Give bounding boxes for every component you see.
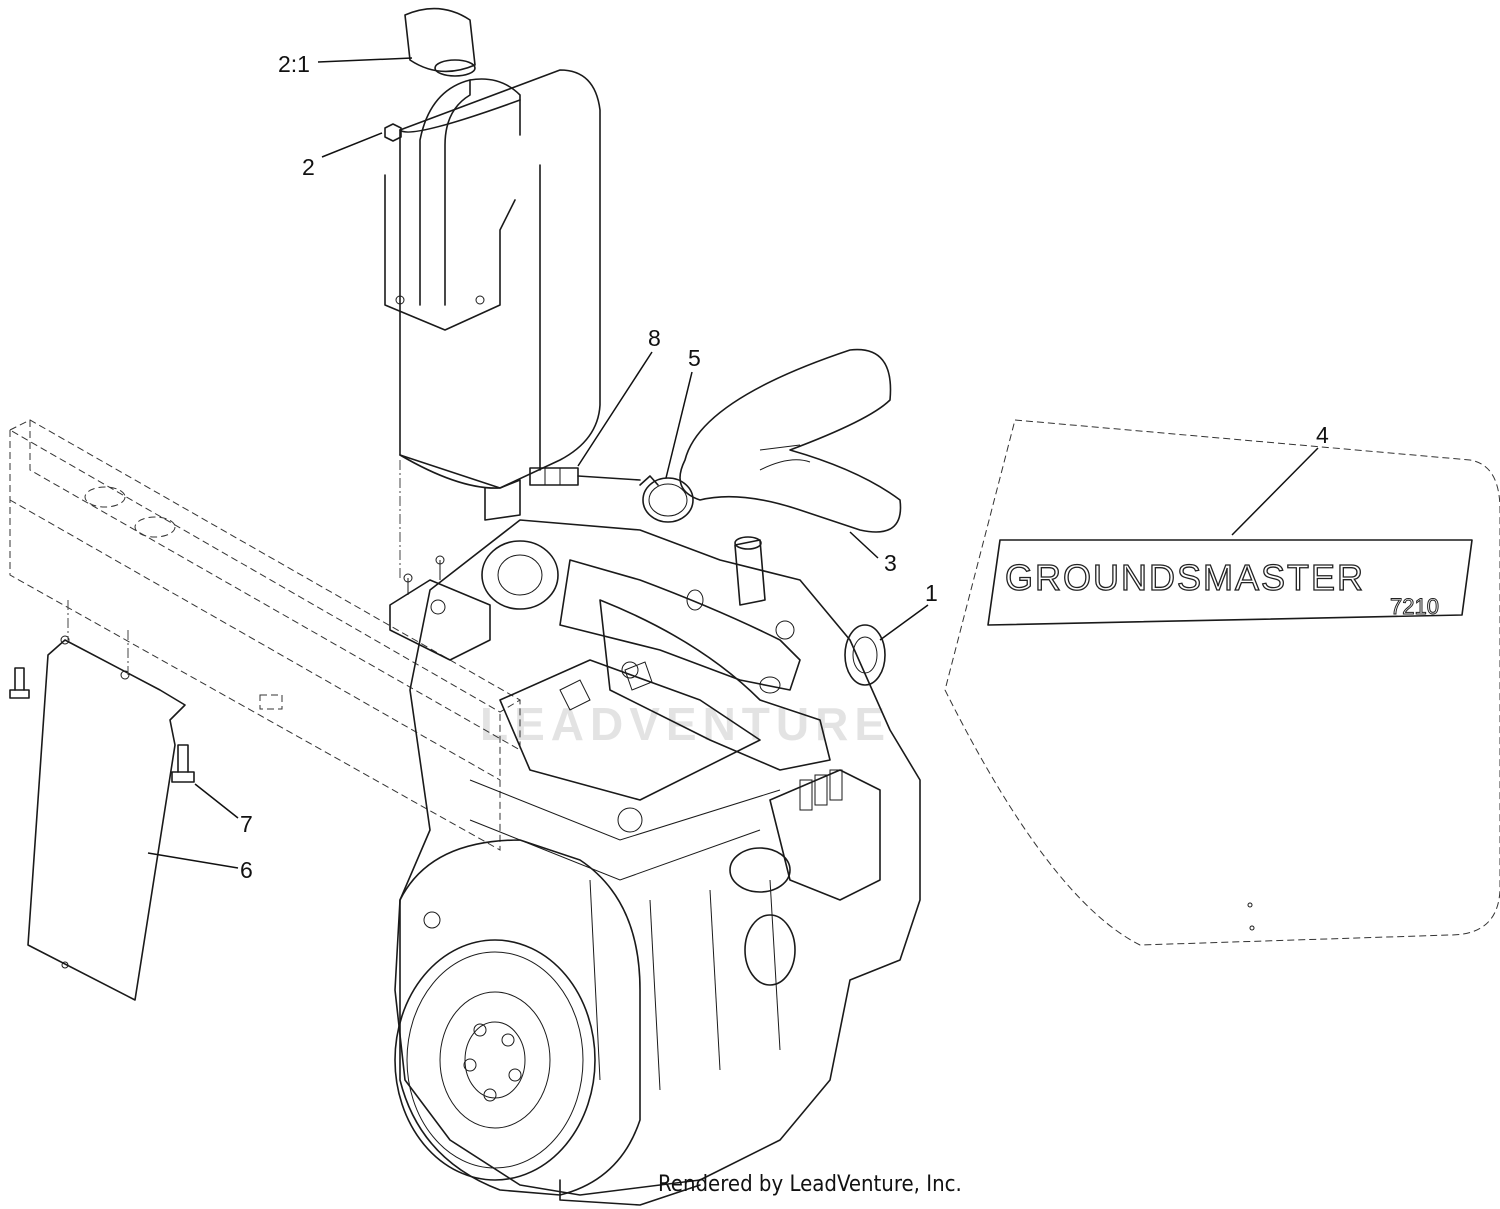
decal-panel: GROUNDSMASTER 7210 [944, 419, 1500, 946]
air-hose [679, 348, 902, 533]
leader-6 [147, 852, 239, 869]
callout-2: 2 [302, 154, 315, 180]
leader-lines [147, 57, 1319, 869]
callout-1: 1 [925, 580, 938, 606]
leader-4 [1231, 447, 1319, 536]
callout-4: 4 [1316, 422, 1329, 448]
nut-2 [384, 123, 402, 142]
callout-7: 7 [240, 811, 253, 837]
muffler [384, 7, 601, 580]
hose-clamp [639, 475, 694, 523]
leader-5 [665, 371, 693, 479]
callouts: 2:1 2 8 5 4 3 1 7 6 [240, 51, 1329, 883]
leader-2 [321, 132, 383, 158]
decal-brand-text: GROUNDSMASTER [1005, 557, 1365, 598]
bolt-7 [171, 744, 195, 783]
watermark-text: LEADVENTURE [480, 698, 891, 750]
leader-3 [849, 531, 879, 559]
leader-7 [194, 783, 239, 819]
leader-1 [879, 604, 929, 641]
decal-model-text: 7210 [1390, 594, 1439, 619]
render-credit: Rendered by LeadVenture, Inc. [658, 1172, 962, 1197]
callout-5: 5 [688, 345, 701, 371]
engine [389, 519, 921, 1206]
heat-shield [27, 600, 186, 1001]
callout-6: 6 [240, 857, 253, 883]
callout-8: 8 [648, 325, 661, 351]
bolt-left [9, 667, 30, 699]
frame-rail [8, 419, 521, 851]
leader-2-1 [317, 57, 413, 63]
exhaust-sensor [529, 467, 641, 486]
callout-2-1: 2:1 [278, 51, 310, 77]
leader-8 [577, 351, 653, 467]
callout-3: 3 [884, 550, 897, 576]
